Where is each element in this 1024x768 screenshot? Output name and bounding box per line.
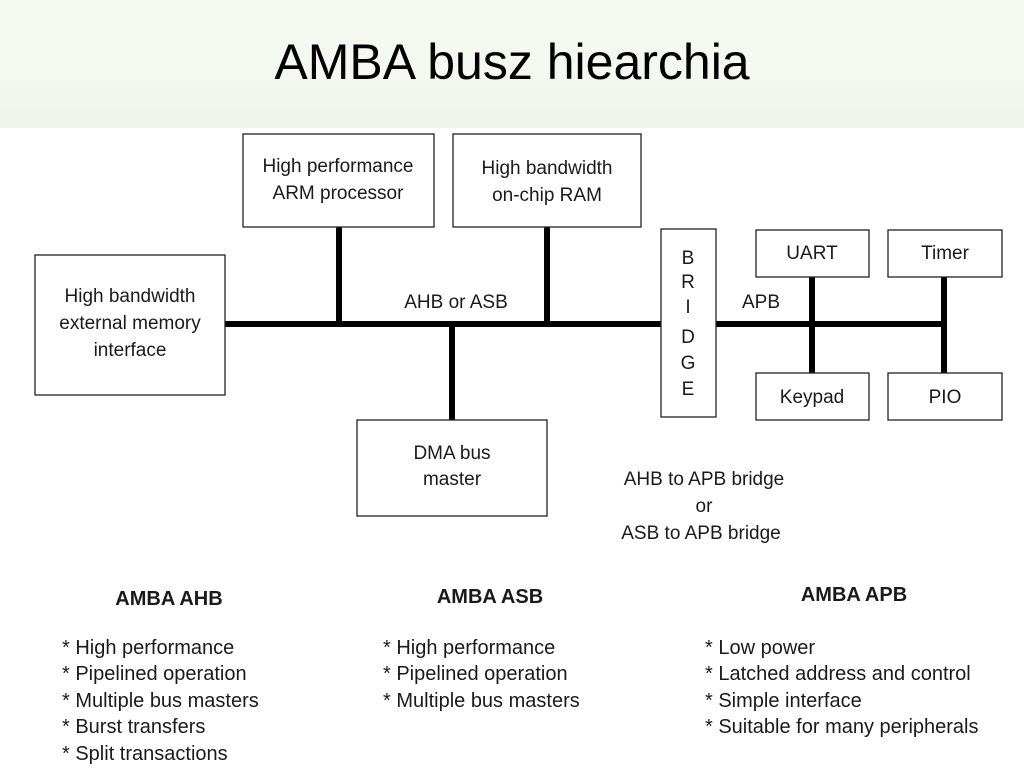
list-item: * Split transactions	[62, 742, 228, 765]
bridge-letter-g: G	[681, 353, 696, 374]
list-item: * Multiple bus masters	[62, 689, 259, 712]
bridge-letter-d: D	[681, 327, 695, 348]
bridge-caption-line1: AHB to APB bridge	[624, 469, 785, 490]
apb-column-heading: AMBA APB	[800, 584, 908, 606]
bridge-letter-e: E	[682, 379, 695, 400]
asb-feature-list: * High performance * Pipelined operation…	[383, 635, 580, 714]
pio-label: PIO	[929, 387, 962, 408]
timer-label: Timer	[921, 243, 970, 264]
keypad-box	[755, 372, 870, 421]
list-item: * Pipelined operation	[62, 663, 247, 686]
list-item: * Multiple bus masters	[383, 689, 580, 712]
bridge-letter-r: R	[681, 272, 695, 293]
title-band	[0, 0, 1024, 128]
ahb-feature-list: * High performance * Pipelined operation…	[62, 635, 259, 767]
uart-box	[755, 229, 870, 278]
keypad-label: Keypad	[780, 387, 844, 408]
bridge-box	[660, 228, 717, 418]
list-item: * Pipelined operation	[383, 663, 568, 686]
ram-label-line1: High bandwidth	[482, 158, 613, 179]
list-item: * Low power	[705, 637, 816, 659]
list-item: * Simple interface	[705, 689, 862, 712]
list-item: * High performance	[383, 637, 556, 659]
external-memory-box	[34, 254, 226, 396]
arm-label-line2: ARM processor	[273, 183, 405, 204]
bridge-caption-line3: ASB to APB bridge	[621, 523, 781, 544]
asb-column-heading: AMBA ASB	[436, 586, 544, 608]
ahb-bus-label: AHB or ASB	[404, 292, 508, 313]
arm-processor-box	[242, 133, 435, 228]
dma-label-line2: master	[423, 469, 482, 490]
extmem-label-line3: interface	[94, 340, 167, 361]
apb-feature-list: * Low power * Latched address and contro…	[705, 635, 978, 741]
bridge-letter-i: I	[685, 297, 690, 318]
list-item: * High performance	[62, 637, 235, 659]
dma-label-line1: DMA bus	[413, 443, 490, 464]
dma-master-box	[356, 419, 548, 517]
apb-bus-label: APB	[742, 292, 780, 313]
arm-label-line1: High performance	[262, 156, 413, 177]
pio-box	[887, 372, 1003, 421]
bridge-caption-line2: or	[696, 496, 714, 517]
slide-title: AMBA busz hiearchia	[274, 34, 750, 90]
uart-label: UART	[786, 243, 838, 264]
list-item: * Burst transfers	[62, 716, 206, 739]
bridge-letter-b: B	[682, 248, 695, 269]
list-item: * Suitable for many peripherals	[705, 716, 979, 739]
timer-box	[887, 229, 1003, 278]
ram-label-line2: on-chip RAM	[492, 185, 602, 206]
onchip-ram-box	[452, 133, 642, 228]
list-item: * Latched address and control	[705, 663, 971, 686]
ahb-column-heading: AMBA AHB	[115, 588, 223, 610]
extmem-label-line2: external memory	[59, 313, 201, 334]
extmem-label-line1: High bandwidth	[65, 286, 196, 307]
